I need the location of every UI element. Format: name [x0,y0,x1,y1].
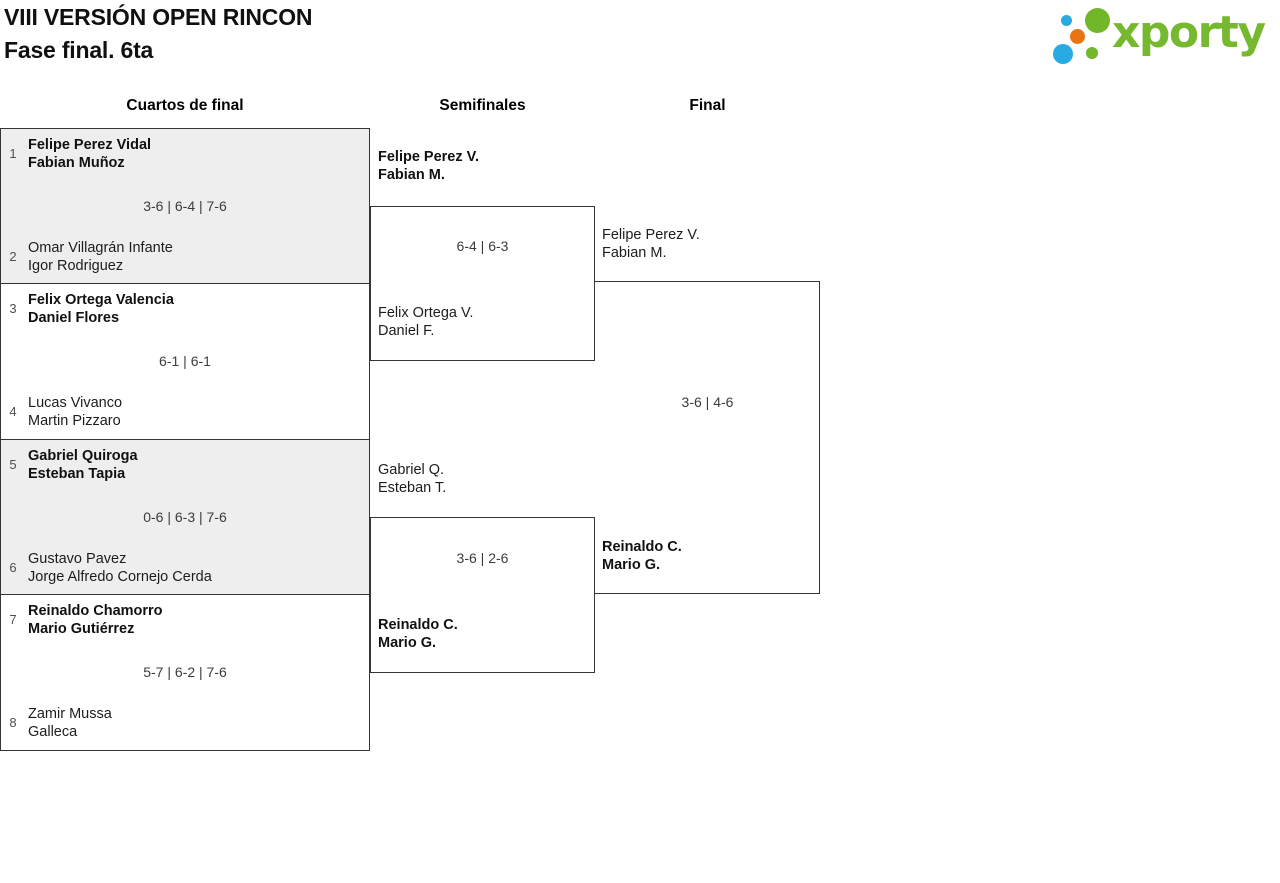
logo-dot-orange-icon [1070,29,1085,44]
team-name-line: Fabian Muñoz [28,155,125,171]
team-name-line: Omar Villagrán Infante [28,240,173,256]
team-name-line: Daniel Flores [28,310,120,326]
seed-number: 7 [9,612,17,627]
sf2-score: 3-6 | 2-6 [456,550,509,566]
sf1-score: 6-4 | 6-3 [456,238,509,254]
qf1-team-top: Felipe Perez Vidal Fabian Muñoz [28,136,151,172]
sf2-team-top: Gabriel Q. Esteban T. [378,461,446,497]
logo-dot-blue-small-icon [1061,15,1072,26]
team-name-line: Esteban T. [378,480,447,496]
page-title: VIII VERSIÓN OPEN RINCON Fase final. 6ta [4,1,313,67]
xporty-logo[interactable]: xporty [1048,2,1278,74]
logo-dot-blue-large-icon [1053,44,1073,64]
logo-dot-green-small-icon [1086,47,1098,59]
sf1-team-bottom: Felix Ortega V. Daniel F. [378,304,473,340]
final-team-bottom: Reinaldo C. Mario G. [602,538,682,574]
team-name-line: Lucas Vivanco [28,395,123,411]
qf4-score: 5-7 | 6-2 | 7-6 [143,664,227,680]
team-name-line: Daniel F. [378,323,435,339]
match-box-qf-2 [0,283,370,440]
final-score: 3-6 | 4-6 [681,394,734,410]
qf2-score: 6-1 | 6-1 [159,353,211,369]
team-name-line: Esteban Tapia [28,466,126,482]
qf3-score: 0-6 | 6-3 | 7-6 [143,509,227,525]
team-name-line: Mario G. [378,635,437,651]
match-box-sf-1 [370,206,595,361]
seed-number: 8 [9,715,17,730]
team-name-line: Gabriel Q. [378,462,445,478]
seed-number: 1 [9,146,17,161]
team-name-line: Reinaldo C. [602,539,682,555]
team-name-line: Gustavo Pavez [28,551,127,567]
qf2-team-bottom: Lucas Vivanco Martin Pizzaro [28,394,122,430]
logo-dot-green-large-icon [1085,8,1110,33]
round-header-cuartos-de-final: Cuartos de final [126,97,244,114]
qf4-team-bottom: Zamir Mussa Galleca [28,705,112,741]
seed-number: 2 [9,249,17,264]
seed-number: 3 [9,301,17,316]
team-name-line: Igor Rodriguez [28,258,124,274]
team-name-line: Galleca [28,724,78,740]
tournament-title: VIII VERSIÓN OPEN RINCON [4,4,313,30]
qf1-score: 3-6 | 6-4 | 7-6 [143,198,227,214]
team-name-line: Zamir Mussa [28,706,112,722]
team-name-line: Gabriel Quiroga [28,448,138,464]
sf2-team-bottom: Reinaldo C. Mario G. [378,616,458,652]
match-box-qf-4 [0,594,370,751]
team-name-line: Mario G. [602,557,661,573]
team-name-line: Martin Pizzaro [28,413,121,429]
qf2-team-top: Felix Ortega Valencia Daniel Flores [28,291,174,327]
final-team-top: Felipe Perez V. Fabian M. [602,226,700,262]
team-name-line: Felipe Perez V. [378,149,480,165]
qf4-team-top: Reinaldo Chamorro Mario Gutiérrez [28,602,163,638]
round-header-semifinales: Semifinales [439,97,526,114]
team-name-line: Reinaldo C. [378,617,458,633]
match-box-sf-2 [370,517,595,673]
team-name-line: Mario Gutiérrez [28,621,135,637]
team-name-line: Fabian M. [378,167,445,183]
team-name-line: Reinaldo Chamorro [28,603,163,619]
match-box-qf-1 [0,128,370,284]
sf1-team-top: Felipe Perez V. Fabian M. [378,148,479,184]
tournament-subtitle: Fase final. 6ta [4,37,154,63]
qf3-team-top: Gabriel Quiroga Esteban Tapia [28,447,138,483]
team-name-line: Felix Ortega V. [378,305,474,321]
match-box-final [595,281,820,594]
seed-number: 5 [9,457,17,472]
seed-number: 6 [9,560,17,575]
logo-text: xporty [1112,7,1266,58]
team-name-line: Felix Ortega Valencia [28,292,174,308]
team-name-line: Felipe Perez Vidal [28,137,152,153]
qf1-team-bottom: Omar Villagrán Infante Igor Rodriguez [28,239,173,275]
team-name-line: Jorge Alfredo Cornejo Cerda [28,569,212,585]
qf3-team-bottom: Gustavo Pavez Jorge Alfredo Cornejo Cerd… [28,550,212,586]
round-header-final: Final [689,97,726,114]
team-name-line: Fabian M. [602,245,667,261]
seed-number: 4 [9,404,17,419]
team-name-line: Felipe Perez V. [602,227,700,243]
